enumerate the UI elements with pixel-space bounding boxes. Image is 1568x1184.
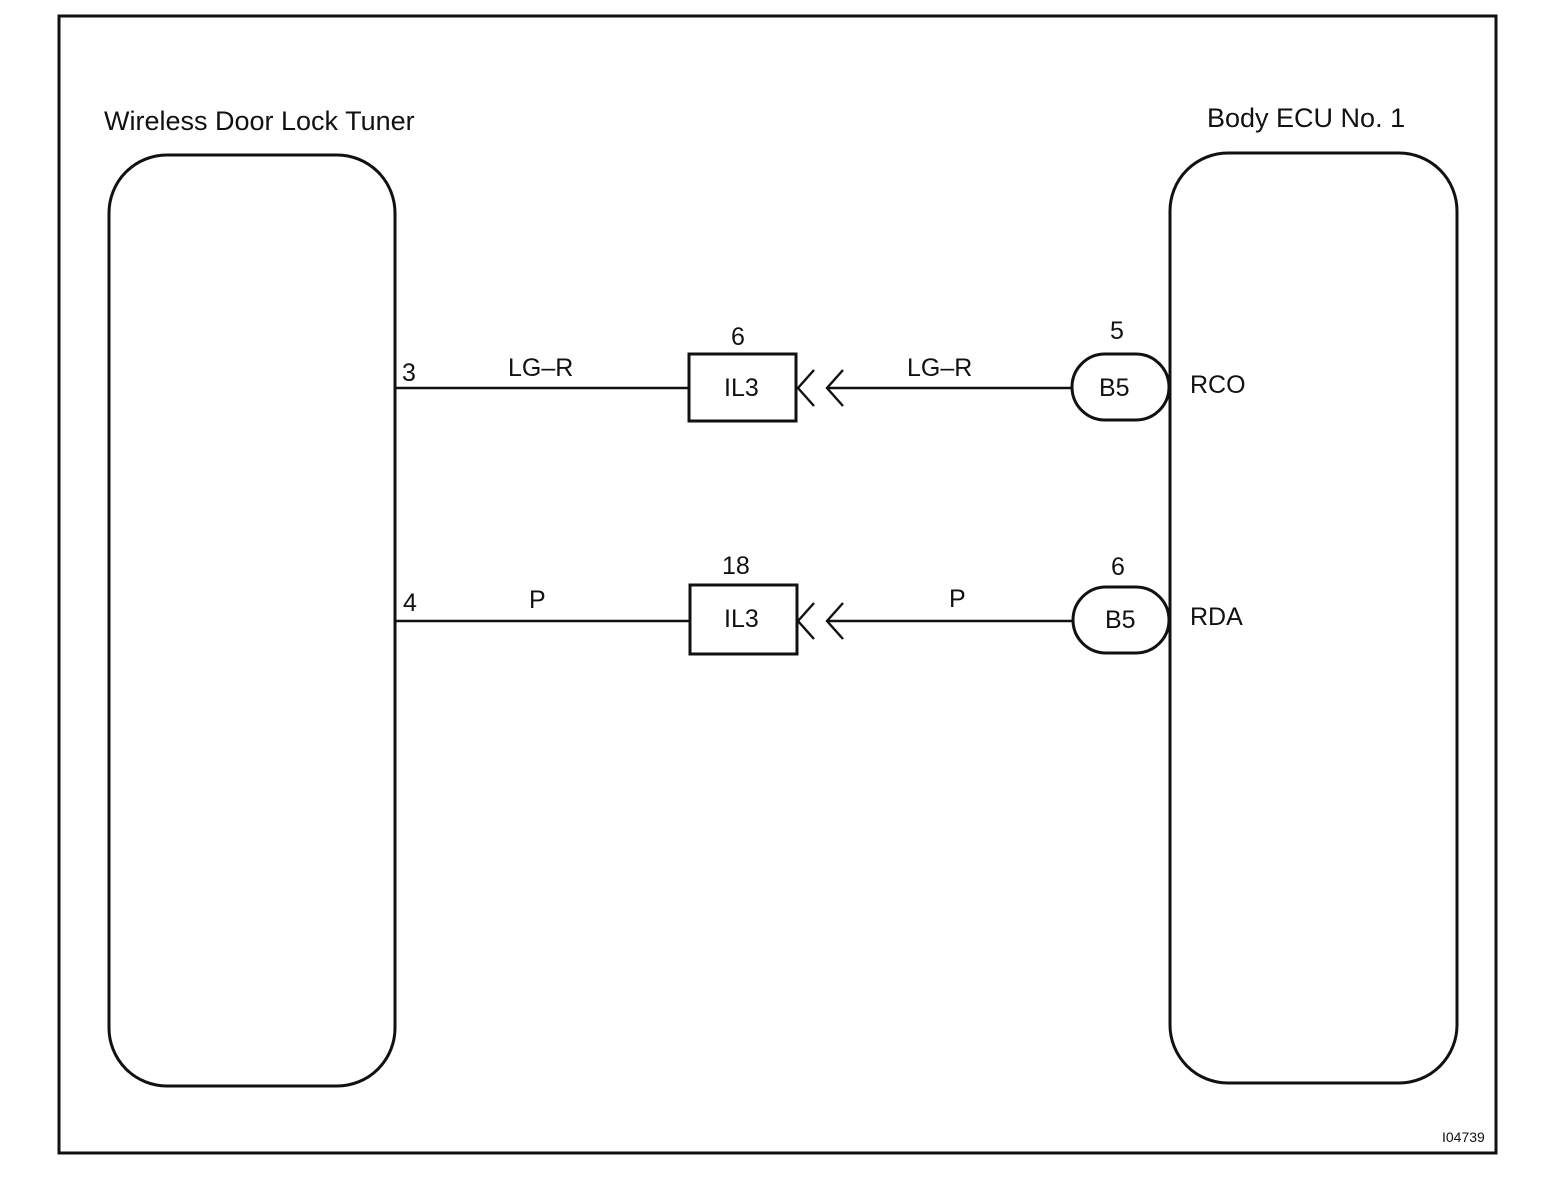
left-pin-label: 3: [402, 359, 416, 387]
ecu-connector-oval: [1070, 352, 1171, 422]
junction-connector-box: [688, 583, 799, 656]
right-wire-color-label: P: [949, 585, 966, 613]
ecu-terminal-label: RDA: [1190, 603, 1243, 631]
junction-pin-label: 6: [731, 323, 745, 351]
figure-id-label: I04739: [1442, 1129, 1485, 1145]
right-component-label: Body ECU No. 1: [1207, 103, 1405, 133]
junction-connector-label: IL3: [724, 605, 759, 633]
left-wire-color-label: LG–R: [508, 354, 573, 382]
ecu-connector-oval: [1071, 585, 1171, 655]
wireless-door-lock-tuner-box: [107, 153, 397, 1088]
circuit-row-1: 3 LG–R IL3 6 LG–R B5 5 RCO: [395, 317, 1246, 423]
junction-connector-label: IL3: [724, 374, 759, 402]
junction-pin-label: 18: [722, 552, 750, 580]
ecu-pin-label: 5: [1110, 317, 1124, 345]
circuit-row-2: 4 P IL3 18 P B5 6 RDA: [395, 552, 1243, 656]
right-wire-color-label: LG–R: [907, 354, 972, 382]
ecu-terminal-label: RCO: [1190, 371, 1246, 399]
ecu-connector-label: B5: [1105, 606, 1136, 634]
ecu-pin-label: 6: [1111, 553, 1125, 581]
junction-connector-box: [687, 352, 798, 423]
left-component-label: Wireless Door Lock Tuner: [104, 106, 415, 136]
left-pin-label: 4: [403, 589, 417, 617]
left-wire-color-label: P: [529, 586, 546, 614]
ecu-connector-label: B5: [1099, 374, 1130, 402]
diagram-frame: [57, 14, 1498, 1155]
